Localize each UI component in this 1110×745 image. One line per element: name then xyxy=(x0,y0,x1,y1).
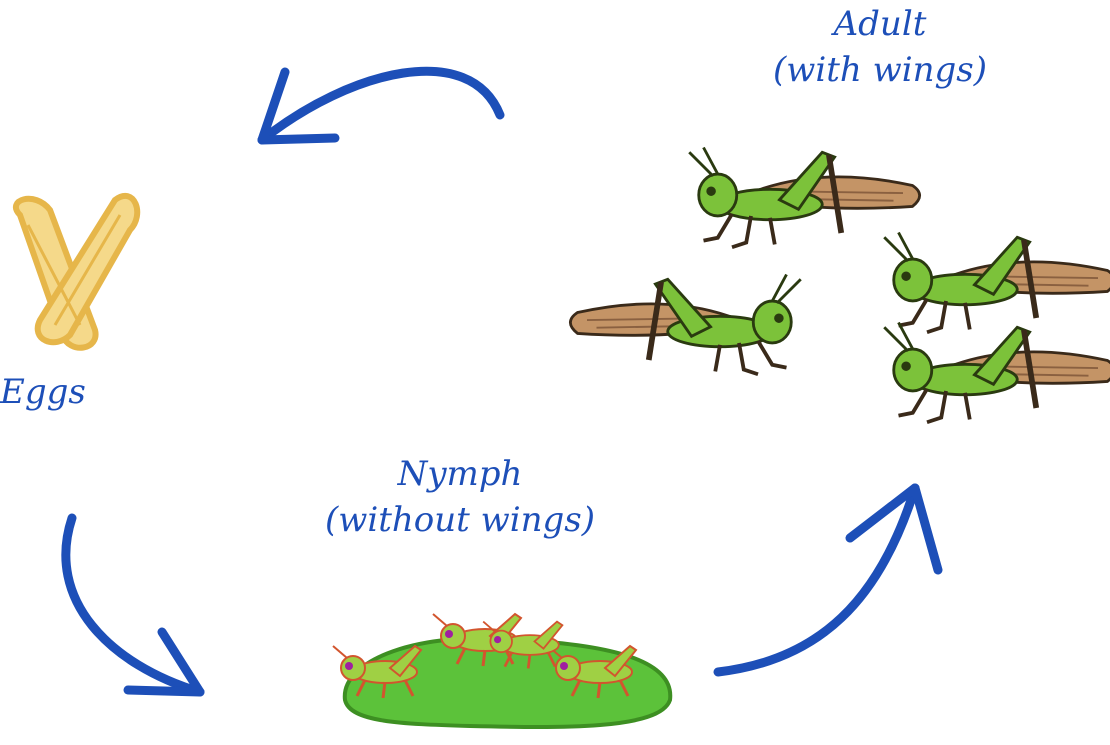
arrow-adult-to-eggs xyxy=(262,71,500,140)
adult-illustration xyxy=(570,148,1110,423)
nymph-subtitle: (without wings) xyxy=(320,498,600,544)
adult-label: Adult (with wings) xyxy=(770,2,990,94)
nymph-illustration xyxy=(333,614,670,727)
eggs-label: Eggs xyxy=(0,370,86,416)
arrow-eggs-to-nymph xyxy=(66,518,200,692)
arrow-nymph-to-adult xyxy=(718,488,938,672)
adult-title: Adult xyxy=(770,2,990,48)
nymph-title: Nymph xyxy=(320,452,600,498)
adult-subtitle: (with wings) xyxy=(770,48,990,94)
nymph-label: Nymph (without wings) xyxy=(320,452,600,544)
eggs-illustration xyxy=(16,196,137,348)
